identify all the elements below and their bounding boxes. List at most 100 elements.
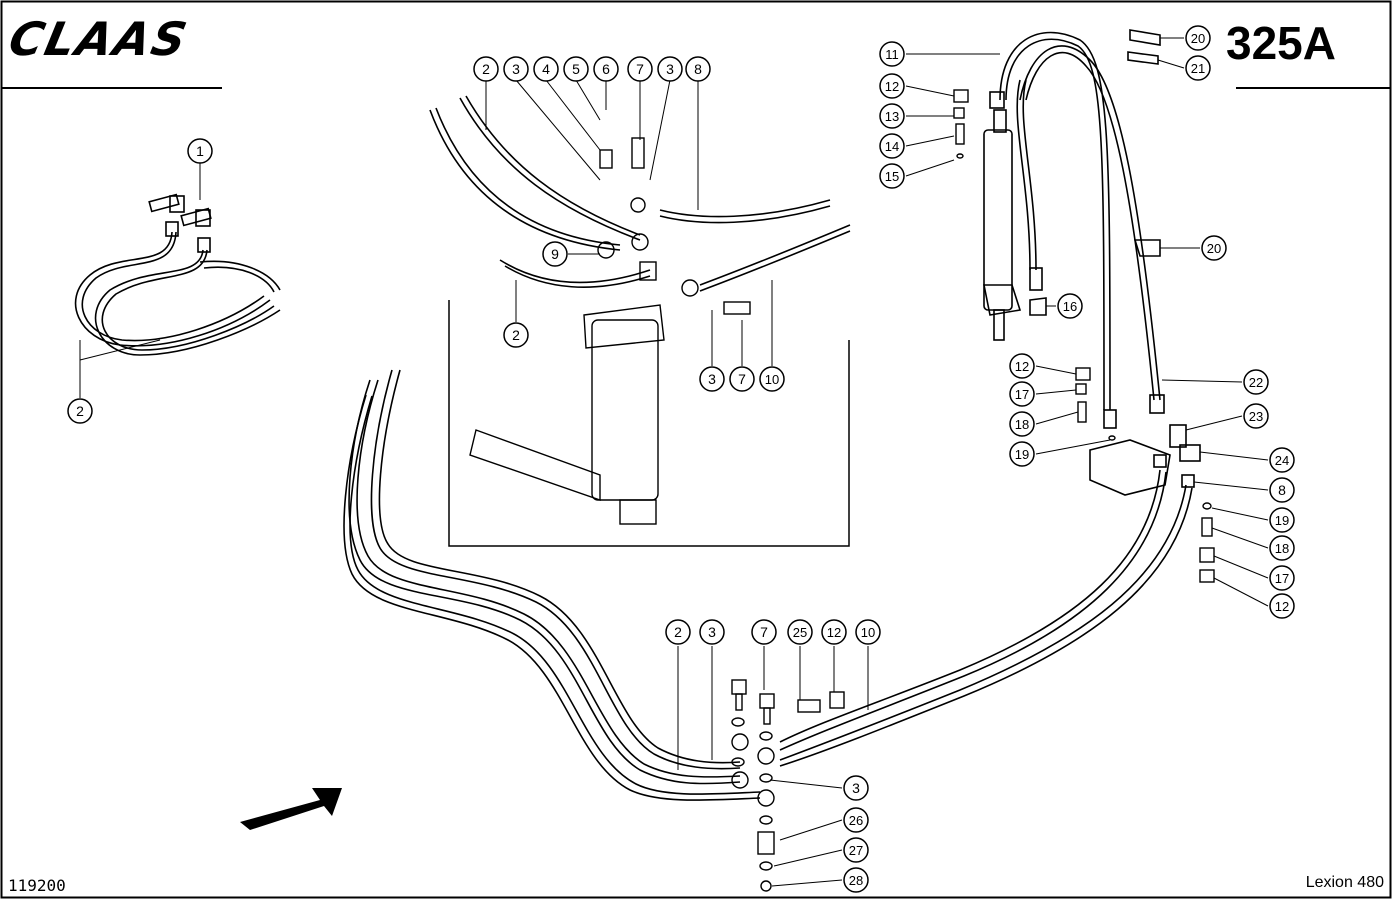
callout-label: 25 xyxy=(793,625,807,640)
callout-4: 4 xyxy=(533,56,559,82)
hose-loop-left xyxy=(74,193,281,356)
callout-circle xyxy=(843,867,869,893)
callout-2: 2 xyxy=(503,322,529,348)
callout-circle xyxy=(879,41,905,67)
main-hose-lower xyxy=(343,369,761,801)
callout-3: 3 xyxy=(699,366,725,392)
callout-circle xyxy=(503,56,529,82)
callout-label: 11 xyxy=(885,47,899,62)
callout-20: 20 xyxy=(1201,235,1227,261)
callout-circle xyxy=(1269,477,1295,503)
callout-circle xyxy=(843,775,869,801)
callout-19: 19 xyxy=(1009,441,1035,467)
callout-12: 12 xyxy=(1269,593,1295,619)
callout-14: 14 xyxy=(879,133,905,159)
callout-6: 6 xyxy=(593,56,619,82)
callout-12: 12 xyxy=(821,619,847,645)
callout-circle xyxy=(1009,353,1035,379)
callout-21: 21 xyxy=(1185,55,1211,81)
callout-label: 18 xyxy=(1275,541,1289,556)
callout-circle xyxy=(1185,55,1211,81)
callout-10: 10 xyxy=(759,366,785,392)
callout-circle xyxy=(879,133,905,159)
callout-28: 28 xyxy=(843,867,869,893)
callout-18: 18 xyxy=(1009,411,1035,437)
callout-circle xyxy=(1269,507,1295,533)
callout-1: 1 xyxy=(187,138,213,164)
callout-label: 2 xyxy=(674,624,682,640)
callout-label: 12 xyxy=(827,625,841,640)
callout-label: 20 xyxy=(1191,31,1205,46)
callout-17: 17 xyxy=(1269,565,1295,591)
callout-18: 18 xyxy=(1269,535,1295,561)
inset-hoses xyxy=(429,95,851,292)
callout-label: 1 xyxy=(196,143,204,159)
callout-25: 25 xyxy=(787,619,813,645)
callout-3: 3 xyxy=(843,775,869,801)
callout-circle xyxy=(821,619,847,645)
callout-label: 19 xyxy=(1275,513,1289,528)
callout-circle xyxy=(699,619,725,645)
callout-circle xyxy=(1269,593,1295,619)
callout-circle xyxy=(657,56,683,82)
callout-13: 13 xyxy=(879,103,905,129)
callout-label: 3 xyxy=(852,780,860,796)
page-number: 325A xyxy=(1226,17,1336,69)
callout-circle xyxy=(879,163,905,189)
callout-label: 3 xyxy=(708,371,716,387)
callout-circle xyxy=(1185,25,1211,51)
callout-24: 24 xyxy=(1269,447,1295,473)
callout-12: 12 xyxy=(879,73,905,99)
callout-label: 21 xyxy=(1191,61,1205,76)
callout-circle xyxy=(699,366,725,392)
callout-11: 11 xyxy=(879,41,905,67)
callout-3: 3 xyxy=(699,619,725,645)
callout-circle xyxy=(1243,403,1269,429)
callout-circle xyxy=(879,73,905,99)
callout-label: 17 xyxy=(1275,571,1289,586)
callout-label: 3 xyxy=(666,61,674,77)
callout-label: 24 xyxy=(1275,453,1289,468)
inset-cylinder xyxy=(469,137,751,525)
callout-label: 14 xyxy=(885,139,899,154)
callout-label: 3 xyxy=(512,61,520,77)
callout-circle xyxy=(1269,447,1295,473)
callout-circle xyxy=(843,837,869,863)
callout-circle xyxy=(1009,381,1035,407)
callout-circle xyxy=(665,619,691,645)
callout-label: 15 xyxy=(885,169,899,184)
callout-label: 10 xyxy=(861,625,875,640)
callout-label: 10 xyxy=(765,372,779,387)
callout-7: 7 xyxy=(729,366,755,392)
callout-2: 2 xyxy=(67,398,93,424)
callout-label: 17 xyxy=(1015,387,1029,402)
callout-circle xyxy=(787,619,813,645)
callout-circle xyxy=(855,619,881,645)
callout-label: 26 xyxy=(849,813,863,828)
callout-15: 15 xyxy=(879,163,905,189)
callout-8: 8 xyxy=(1269,477,1295,503)
callout-10: 10 xyxy=(855,619,881,645)
callout-circle xyxy=(685,56,711,82)
callout-label: 9 xyxy=(551,246,559,262)
callout-label: 12 xyxy=(1275,599,1289,614)
callout-label: 16 xyxy=(1063,299,1077,314)
callout-label: 7 xyxy=(760,624,768,640)
callout-circle xyxy=(1009,441,1035,467)
right-hose-assembly xyxy=(779,29,1201,767)
callout-label: 23 xyxy=(1249,409,1263,424)
callout-label: 6 xyxy=(602,61,610,77)
callout-circle xyxy=(593,56,619,82)
callout-circle xyxy=(1057,293,1083,319)
callout-17: 17 xyxy=(1009,381,1035,407)
callout-3: 3 xyxy=(657,56,683,82)
callout-3: 3 xyxy=(503,56,529,82)
callout-circle xyxy=(1009,411,1035,437)
lower-fittings xyxy=(731,89,1215,892)
callout-label: 8 xyxy=(1278,482,1286,498)
callout-23: 23 xyxy=(1243,403,1269,429)
callout-label: 3 xyxy=(708,624,716,640)
callout-circle xyxy=(627,56,653,82)
